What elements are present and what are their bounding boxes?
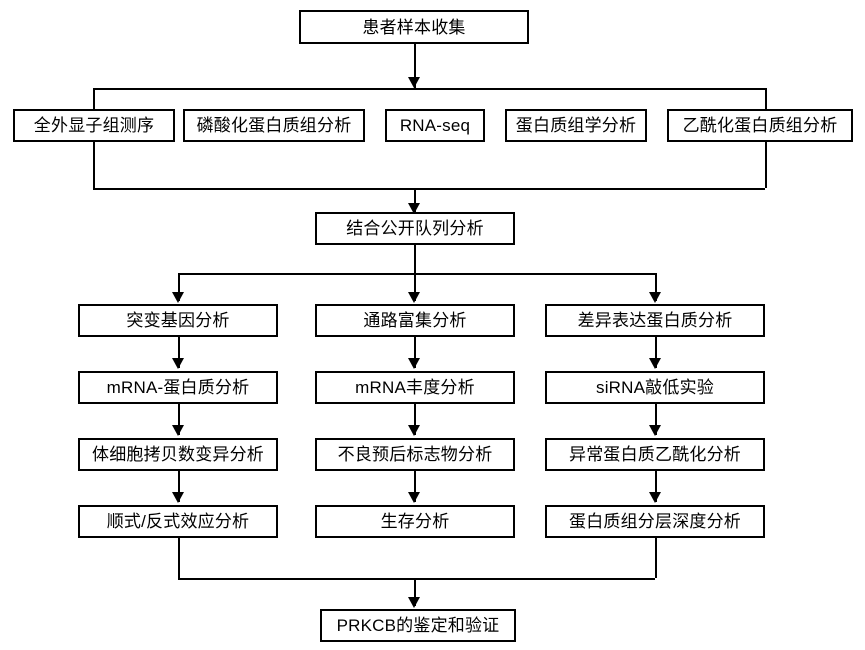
connector-col1-down-to-merge (178, 538, 180, 578)
connector-col1-step3-step4 (178, 471, 180, 502)
node-label: 结合公开队列分析 (346, 219, 484, 238)
node-prkcb-identification-validation[interactable]: PRKCB的鉴定和验证 (320, 609, 516, 642)
node-label: mRNA丰度分析 (355, 378, 475, 397)
arrowhead-col3-step3 (649, 425, 661, 436)
node-label: 体细胞拷贝数变异分析 (92, 445, 264, 464)
connector-bus-to-acetyl (765, 88, 767, 109)
arrowhead-col2-step3 (408, 425, 420, 436)
node-mrna-protein-analysis[interactable]: mRNA-蛋白质分析 (78, 371, 278, 404)
connector-branch-to-col3 (655, 273, 657, 301)
connector-col3-step2-step3 (655, 404, 657, 435)
arrowhead-col1-step3 (172, 425, 184, 436)
node-label: PRKCB的鉴定和验证 (336, 616, 500, 635)
node-label: 突变基因分析 (126, 311, 230, 330)
node-poor-prognosis-marker-analysis[interactable]: 不良预后标志物分析 (315, 438, 515, 471)
node-label: 异常蛋白质乙酰化分析 (569, 445, 741, 464)
arrowhead-col2-step4 (408, 492, 420, 503)
arrowhead-col3-step2 (649, 358, 661, 369)
node-label: 差异表达蛋白质分析 (577, 311, 733, 330)
node-somatic-copy-number-variation-analysis[interactable]: 体细胞拷贝数变异分析 (78, 438, 278, 471)
arrowhead-col2-step2 (408, 358, 420, 369)
arrowhead-col1-step2 (172, 358, 184, 369)
connector-col1-step1-step2 (178, 337, 180, 368)
node-sirna-knockdown-experiment[interactable]: siRNA敲低实验 (545, 371, 765, 404)
arrowhead-branch-to-col2 (408, 292, 420, 303)
connector-root-down (414, 44, 416, 88)
node-label: 蛋白质组学分析 (515, 116, 637, 135)
arrowhead-col3-step4 (649, 492, 661, 503)
bus-bottom-merge (178, 578, 655, 580)
connector-wes-down (93, 142, 95, 188)
node-label: 乙酰化蛋白质组分析 (682, 116, 838, 135)
node-public-cohort-analysis[interactable]: 结合公开队列分析 (315, 212, 515, 245)
node-label: 患者样本收集 (362, 17, 466, 37)
node-label: mRNA-蛋白质分析 (106, 378, 250, 397)
connector-acetyl-down (765, 142, 767, 188)
node-mutated-gene-analysis[interactable]: 突变基因分析 (78, 304, 278, 337)
node-proteome-stratified-depth-analysis[interactable]: 蛋白质组分层深度分析 (545, 505, 765, 538)
bus-branch-distribute (178, 273, 655, 275)
connector-bus-to-wes (93, 88, 95, 109)
connector-merge-to-cohort (414, 188, 416, 214)
node-acetylproteomics[interactable]: 乙酰化蛋白质组分析 (667, 109, 853, 142)
node-patient-sample-collection[interactable]: 患者样本收集 (299, 10, 529, 44)
connector-branch-to-col2 (414, 273, 416, 301)
node-label: siRNA敲低实验 (596, 378, 714, 397)
arrowhead-merge-to-outcome (408, 597, 420, 608)
node-phosphoproteomics[interactable]: 磷酸化蛋白质组分析 (183, 109, 365, 142)
bus-omics-distribute (93, 88, 765, 90)
connector-col2-step2-step3 (414, 404, 416, 435)
node-label: 通路富集分析 (363, 311, 467, 330)
node-label: 不良预后标志物分析 (337, 445, 493, 464)
node-label: 全外显子组测序 (33, 116, 155, 135)
connector-col2-step3-step4 (414, 471, 416, 502)
node-mrna-abundance-analysis[interactable]: mRNA丰度分析 (315, 371, 515, 404)
arrowhead-branch-to-col1 (172, 292, 184, 303)
node-whole-exome-sequencing[interactable]: 全外显子组测序 (13, 109, 175, 142)
node-label: 生存分析 (380, 512, 450, 531)
connector-branch-to-col1 (178, 273, 180, 301)
node-differentially-expressed-protein-analysis[interactable]: 差异表达蛋白质分析 (545, 304, 765, 337)
node-pathway-enrichment-analysis[interactable]: 通路富集分析 (315, 304, 515, 337)
connector-col1-step2-step3 (178, 404, 180, 435)
bus-omics-merge (93, 188, 765, 190)
arrowhead-branch-to-col3 (649, 292, 661, 303)
node-label: 磷酸化蛋白质组分析 (196, 116, 352, 135)
connector-merge-to-outcome (414, 578, 416, 606)
node-cis-trans-effect-analysis[interactable]: 顺式/反式效应分析 (78, 505, 278, 538)
node-label: 顺式/反式效应分析 (106, 512, 250, 531)
connector-cohort-down (414, 245, 416, 273)
node-rna-seq[interactable]: RNA-seq (385, 109, 485, 142)
node-label: 蛋白质组分层深度分析 (569, 512, 741, 531)
connector-col3-step3-step4 (655, 471, 657, 502)
connector-col3-down-to-merge (655, 538, 657, 578)
arrowhead-col1-step4 (172, 492, 184, 503)
node-aberrant-protein-acetylation-analysis[interactable]: 异常蛋白质乙酰化分析 (545, 438, 765, 471)
connector-col2-step1-step2 (414, 337, 416, 368)
connector-col3-step1-step2 (655, 337, 657, 368)
node-survival-analysis[interactable]: 生存分析 (315, 505, 515, 538)
arrowhead-root-to-bus (408, 77, 420, 88)
node-proteomics[interactable]: 蛋白质组学分析 (505, 109, 647, 142)
arrowhead-merge-to-cohort (408, 203, 420, 214)
node-label: RNA-seq (399, 116, 471, 135)
